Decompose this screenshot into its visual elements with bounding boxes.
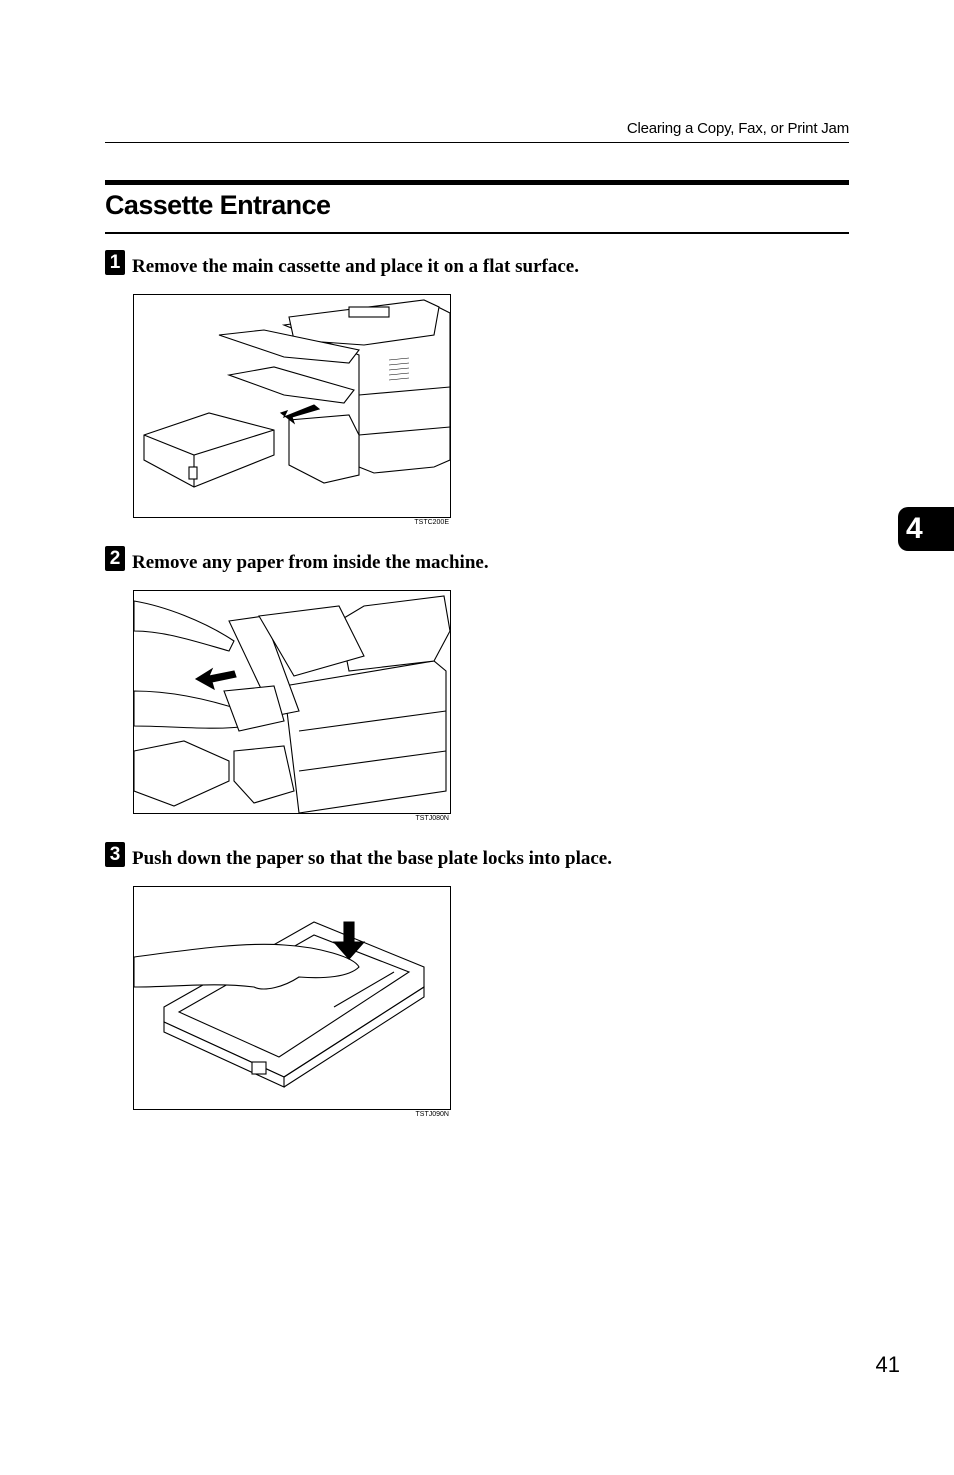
section-rule-bottom [105,232,849,234]
step-3-figure-code: TSTJ090N [415,1111,449,1118]
step-2-figure-code: TSTJ080N [415,815,449,822]
step-1-illustration [133,294,451,518]
page-number: 41 [875,1352,900,1377]
step-1-instruction: Remove the main cassette and place it on… [132,256,579,277]
step-1-figure-code: TSTC200E [414,519,449,526]
step-3-instruction: Push down the paper so that the base pla… [132,848,612,869]
step-1-number-badge: 1 [105,250,125,275]
step-2-number-badge: 2 [105,546,125,571]
header-rule [105,142,849,143]
section-title: Cassette Entrance [105,190,331,220]
running-header: Clearing a Copy, Fax, or Print Jam [626,120,849,137]
step-2-illustration [133,590,451,814]
chapter-tab: 4 [898,507,954,551]
step-3-illustration [133,886,451,1110]
step-2-instruction: Remove any paper from inside the machine… [132,552,489,573]
step-3-number-badge: 3 [105,842,125,867]
section-rule-top [105,180,849,185]
